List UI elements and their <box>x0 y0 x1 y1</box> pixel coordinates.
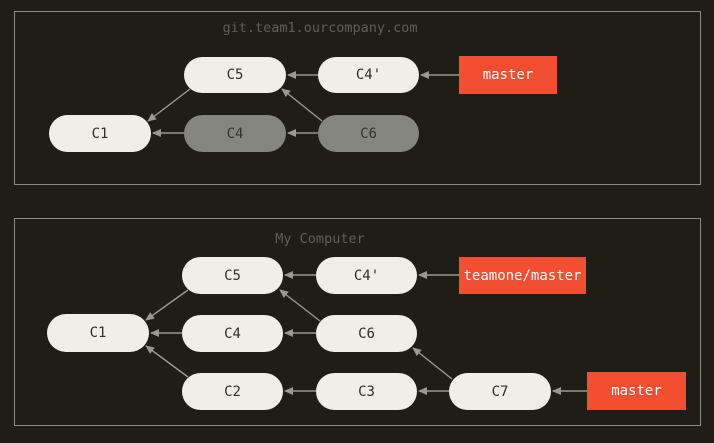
server-ref-master: master <box>459 56 557 94</box>
local-commit-c1: C1 <box>47 314 149 352</box>
edge-local-c5-c1 <box>145 289 189 321</box>
edge-local-c6-c5 <box>279 289 321 322</box>
local-commit-c4: C4 <box>182 315 283 352</box>
local-commit-c7: C7 <box>449 373 551 410</box>
local-commit-c2: C2 <box>182 373 283 410</box>
server-panel <box>14 11 701 185</box>
server-panel-title: git.team1.ourcompany.com <box>222 20 418 36</box>
edge-server-c5-c1 <box>147 88 191 122</box>
server-commit-c4-prime: C4' <box>318 57 419 93</box>
server-commit-c1: C1 <box>49 115 151 152</box>
edge-server-c6-c5 <box>281 88 323 122</box>
local-commit-c5: C5 <box>182 257 283 294</box>
server-commit-c4: C4 <box>184 115 286 152</box>
local-ref-teamone-master: teamone/master <box>459 257 586 294</box>
server-commit-c6: C6 <box>318 115 419 152</box>
local-panel <box>14 218 701 426</box>
local-ref-master: master <box>587 372 686 410</box>
local-commit-c6: C6 <box>316 315 417 352</box>
local-commit-c3: C3 <box>316 373 417 410</box>
local-panel-title: My Computer <box>275 231 365 247</box>
server-commit-c5: C5 <box>184 57 286 93</box>
edge-local-c7-c6 <box>412 347 453 380</box>
local-commit-c4-prime: C4' <box>316 257 417 294</box>
edge-local-c2-c1 <box>145 345 189 378</box>
